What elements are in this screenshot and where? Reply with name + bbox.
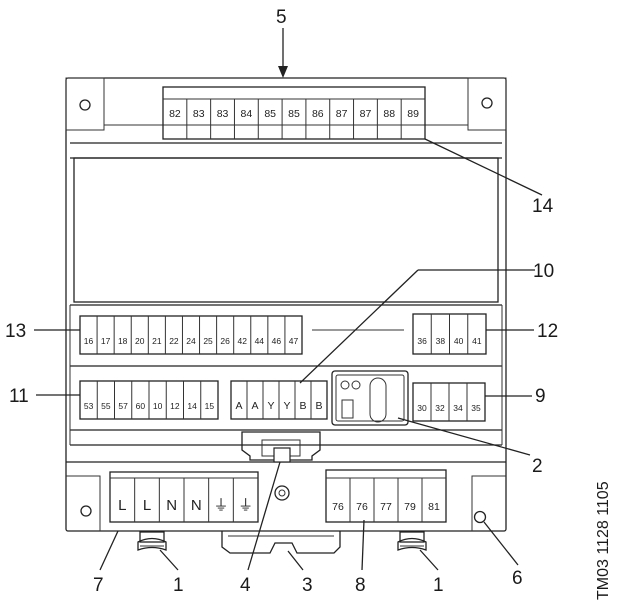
terminal-top-6: 86 — [312, 108, 324, 120]
callout-1-right: 1 — [433, 575, 444, 596]
terminal-top-4: 85 — [264, 108, 276, 120]
callout-2: 2 — [532, 456, 543, 477]
mount-hole-top-right — [481, 97, 493, 109]
terminal-bottom-right-0: 76 — [332, 501, 344, 513]
terminal-left-lower-0: 53 — [84, 401, 94, 411]
mount-hole-bottom-left — [80, 505, 92, 517]
terminal-power-5: ⏚ — [238, 497, 253, 514]
terminal-block-top: 82 83 83 84 85 85 86 87 87 88 89 — [162, 86, 426, 140]
terminal-left-lower-4: 10 — [153, 401, 163, 411]
terminal-left-lower-2: 57 — [118, 401, 128, 411]
callout-7: 7 — [93, 575, 104, 596]
terminal-left-upper-2: 18 — [118, 336, 128, 346]
terminal-top-5: 85 — [288, 108, 300, 120]
drawing-code: TM03 1128 1105 — [595, 481, 612, 600]
mount-hole-bottom-right[interactable] — [473, 510, 487, 524]
terminal-right-upper-2: 40 — [454, 336, 464, 346]
terminal-left-lower-6: 14 — [187, 401, 197, 411]
terminal-right-upper-1: 38 — [436, 336, 446, 346]
terminal-right-upper-3: 41 — [472, 336, 482, 346]
terminal-left-upper-5: 22 — [169, 336, 179, 346]
terminal-middle-lower-0: A — [235, 400, 242, 412]
callout-1-left: 1 — [173, 575, 184, 596]
terminal-top-9: 88 — [383, 108, 395, 120]
callout-11: 11 — [9, 386, 29, 407]
terminal-left-upper-10: 44 — [255, 336, 265, 346]
terminal-right-upper-0: 36 — [417, 336, 427, 346]
terminal-left-upper-1: 17 — [101, 336, 111, 346]
leader-lines — [34, 28, 543, 571]
cable-clamp-left[interactable] — [137, 531, 167, 551]
terminal-right-lower-2: 34 — [453, 403, 463, 413]
terminal-top-7: 87 — [336, 108, 348, 120]
terminal-power-3: N — [191, 497, 202, 514]
terminal-left-upper-0: 16 — [84, 336, 94, 346]
terminal-power-4: ⏚ — [213, 497, 228, 514]
callout-13: 13 — [5, 321, 26, 342]
terminal-block-bottom-right: 76 76 77 79 81 — [325, 469, 447, 523]
terminal-bottom-right-2: 77 — [380, 501, 392, 513]
housing — [65, 77, 507, 532]
terminal-left-upper-4: 21 — [152, 336, 162, 346]
terminal-left-upper-9: 42 — [237, 336, 247, 346]
terminal-left-upper-7: 25 — [203, 336, 213, 346]
terminal-right-lower-1: 32 — [435, 403, 445, 413]
terminal-block-upper-right: 36 38 40 41 — [412, 313, 487, 355]
terminal-left-upper-12: 47 — [289, 336, 299, 346]
callout-5: 5 — [276, 7, 287, 28]
callout-8: 8 — [355, 575, 366, 596]
callout-4: 4 — [240, 575, 251, 596]
service-connector[interactable] — [241, 431, 321, 501]
terminal-left-lower-7: 15 — [205, 401, 215, 411]
callout-9: 9 — [535, 386, 546, 407]
terminal-bottom-right-1: 76 — [356, 501, 368, 513]
terminal-middle-lower-1: A — [251, 400, 258, 412]
switch-module[interactable] — [331, 370, 409, 426]
terminal-top-3: 84 — [241, 108, 253, 120]
cable-clamp-right[interactable] — [397, 531, 427, 551]
terminal-middle-lower-4: B — [299, 400, 306, 412]
terminal-middle-lower-5: B — [315, 400, 322, 412]
din-rail-clip[interactable] — [221, 531, 341, 554]
terminal-bottom-right-4: 81 — [428, 501, 440, 513]
terminal-block-lower-right: 30 32 34 35 — [412, 382, 486, 422]
terminal-power-2: N — [166, 497, 177, 514]
terminal-left-lower-1: 55 — [101, 401, 111, 411]
terminal-power-0: L — [118, 497, 126, 514]
terminal-top-8: 87 — [360, 108, 372, 120]
terminal-top-1: 83 — [193, 108, 205, 120]
terminal-power-1: L — [143, 497, 151, 514]
terminal-top-10: 89 — [407, 108, 419, 120]
terminal-left-upper-8: 26 — [220, 336, 230, 346]
terminal-right-lower-3: 35 — [471, 403, 481, 413]
callout-12: 12 — [537, 321, 558, 342]
terminal-top-0: 82 — [169, 108, 181, 120]
terminal-left-lower-3: 60 — [136, 401, 146, 411]
terminal-right-lower-0: 30 — [417, 403, 427, 413]
terminal-left-upper-6: 24 — [186, 336, 196, 346]
terminal-block-upper-left: 16 17 18 20 21 22 24 25 26 42 44 46 47 — [79, 315, 303, 355]
callout-6: 6 — [512, 568, 523, 589]
terminal-middle-lower-2: Y — [267, 400, 274, 412]
terminal-left-upper-3: 20 — [135, 336, 145, 346]
terminal-left-upper-11: 46 — [272, 336, 282, 346]
callout-10: 10 — [533, 261, 554, 282]
terminal-bottom-right-3: 79 — [404, 501, 416, 513]
terminal-top-2: 83 — [217, 108, 229, 120]
mount-hole-top-left — [79, 99, 91, 111]
terminal-block-lower-left: 53 55 57 60 10 12 14 15 — [79, 380, 219, 420]
callout-14: 14 — [532, 196, 554, 217]
terminal-left-lower-5: 12 — [170, 401, 180, 411]
callout-3: 3 — [302, 575, 313, 596]
terminal-middle-lower-3: Y — [283, 400, 290, 412]
